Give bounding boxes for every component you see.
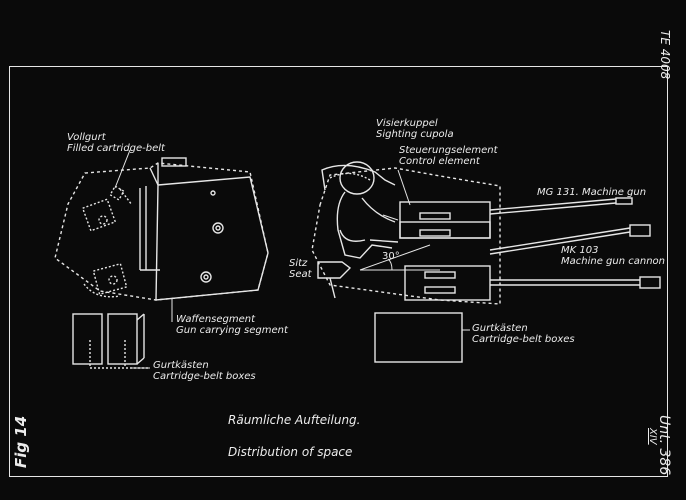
label-mg131: MG 131. Machine gun (537, 187, 647, 198)
mg131-gun (399, 197, 633, 239)
title-german: Räumliche Aufteilung. (228, 413, 361, 427)
filled-belt-drum (81, 185, 133, 232)
sheet-reference: TE 4008 (658, 30, 672, 80)
label-mk103-en: Machine gun cannon (561, 256, 665, 267)
belt-boxes-right-view (374, 312, 470, 363)
gun-segment-drum (83, 262, 128, 298)
belt-boxes-left-view (72, 313, 150, 369)
label-belt-boxes-left-en: Cartridge-belt boxes (153, 371, 256, 382)
plate-roman-numeral: XIV (647, 428, 658, 445)
label-cupola-en: Sighting cupola (376, 129, 454, 140)
plate-reference: Unt. 386 (656, 415, 672, 476)
label-belt-boxes-left-de: Gurtkästen (153, 360, 209, 371)
title-english: Distribution of space (228, 445, 353, 459)
label-belt-boxes-right-en: Cartridge-belt boxes (472, 334, 575, 345)
drawing-frame (9, 66, 668, 477)
label-control-en: Control element (399, 156, 480, 167)
seat (317, 261, 352, 299)
label-angle: 30° (382, 251, 400, 262)
label-gun-segment-en: Gun carrying segment (176, 325, 288, 336)
label-seat-en: Seat (289, 269, 312, 280)
mk103-cannon (404, 224, 661, 301)
label-seat-de: Sitz (289, 258, 308, 269)
gunner-figure (336, 161, 396, 259)
label-filled-belt-en: Filled cartridge-belt (67, 143, 165, 154)
turret-housing-right-view (311, 167, 501, 305)
turret-housing-left-view (54, 157, 269, 301)
label-mk103-de: MK 103 (561, 245, 599, 256)
control-element (369, 169, 411, 243)
angle-30 (359, 244, 440, 271)
label-belt-boxes-right-de: Gurtkästen (472, 323, 528, 334)
label-gun-segment-de: Waffensegment (176, 314, 256, 325)
label-filled-belt-de: Vollgurt (67, 132, 106, 143)
figure-label: Fig 14 (12, 415, 30, 468)
label-control-de: Steuerungselement (399, 145, 498, 156)
label-cupola-de: Visierkuppel (376, 118, 438, 129)
sighting-cupola (321, 164, 396, 191)
